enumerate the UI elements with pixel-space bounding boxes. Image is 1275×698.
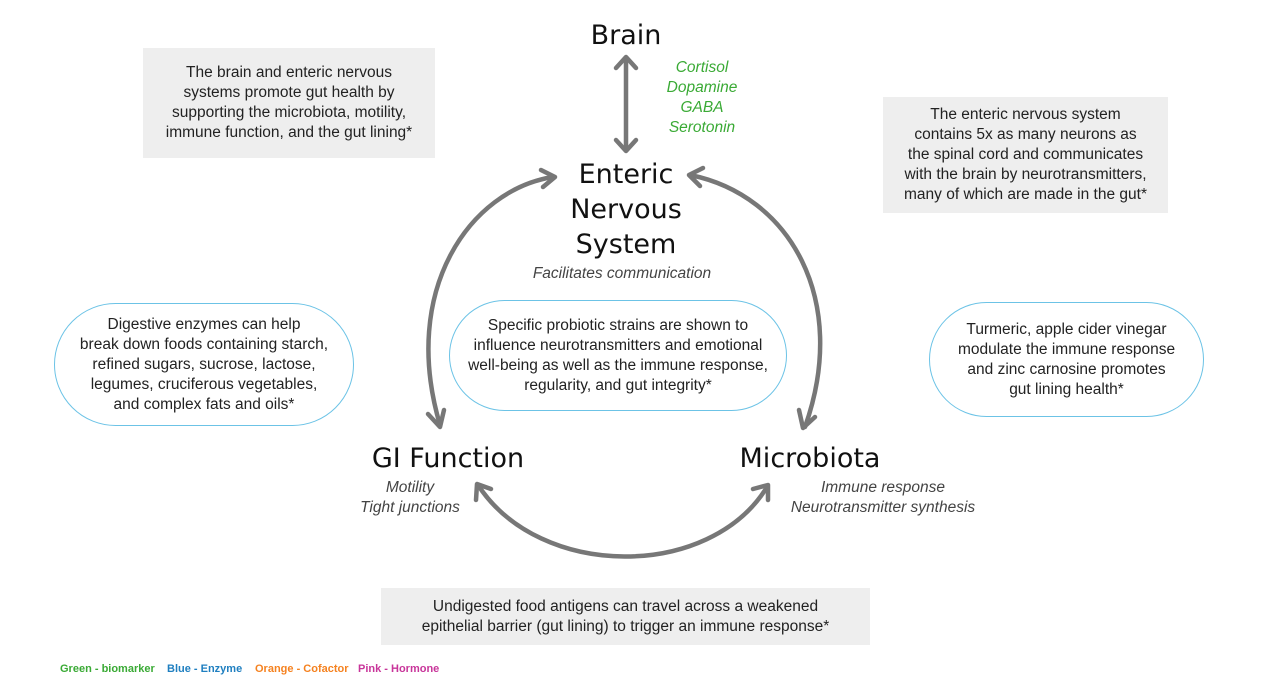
note-line: gut lining health* <box>1009 380 1124 398</box>
microbiota-subtitle-line: Neurotransmitter synthesis <box>790 499 976 516</box>
ens-title-line: Enteric <box>578 159 674 190</box>
brain-node-title: Brain <box>590 20 662 51</box>
note-line: Digestive enzymes can help <box>107 315 301 333</box>
note-ens-neurons: The enteric nervous system contains 5x a… <box>883 97 1168 213</box>
note-brain-ens: The brain and enteric nervous systems pr… <box>143 48 435 158</box>
biomarker-item: Dopamine <box>666 79 738 96</box>
biomarker-item: Serotonin <box>668 119 736 136</box>
note-line: break down foods containing starch, <box>79 335 329 353</box>
ens-subtitle: Facilitates communication <box>532 265 712 282</box>
note-line: legumes, cruciferous vegetables, <box>90 375 318 393</box>
biomarker-list: Cortisol Dopamine GABA Serotonin <box>652 58 752 138</box>
note-line: and zinc carnosine promotes <box>967 360 1166 378</box>
ens-title-line: System <box>575 229 677 260</box>
brain-ens-arrow <box>613 54 639 154</box>
note-line: the spinal cord and communicates <box>907 146 1144 163</box>
ens-gi-arrow <box>425 167 558 430</box>
microbiota-node-title: Microbiota <box>739 443 881 474</box>
gi-subtitle-line: Motility <box>385 479 435 496</box>
microbiota-subtitle: Immune response Neurotransmitter synthes… <box>772 478 994 518</box>
note-line: well-being as well as the immune respons… <box>468 356 768 374</box>
gi-microbiota-arrow <box>473 481 771 559</box>
note-turmeric: Turmeric, apple cider vinegar modulate t… <box>929 302 1204 417</box>
legend-item-hormone: Pink - Hormone <box>358 663 440 675</box>
note-line: The brain and enteric nervous <box>186 64 392 81</box>
note-line: Undigested food antigens can travel acro… <box>432 597 819 615</box>
gi-subtitle: Motility Tight junctions <box>340 478 480 518</box>
microbiota-subtitle-line: Immune response <box>820 479 946 496</box>
note-line: Specific probiotic strains are shown to <box>487 316 749 334</box>
legend-item-biomarker: Green - biomarker <box>60 663 155 675</box>
note-line: regularity, and gut integrity* <box>524 376 712 394</box>
note-line: and complex fats and oils* <box>113 395 295 413</box>
note-line: supporting the microbiota, motility, <box>171 104 407 121</box>
note-line: many of which are made in the gut* <box>904 186 1147 203</box>
note-line: immune function, and the gut lining* <box>165 124 413 141</box>
note-line: refined sugars, sucrose, lactose, <box>92 355 316 373</box>
note-line: with the brain by neurotransmitters, <box>904 166 1147 183</box>
note-line: epithelial barrier (gut lining) to trigg… <box>421 617 830 635</box>
ens-microbiota-arrow <box>686 165 823 431</box>
note-line: influence neurotransmitters and emotiona… <box>473 336 763 354</box>
note-line: contains 5x as many neurons as <box>914 126 1137 143</box>
biomarker-item: GABA <box>680 99 724 116</box>
note-line: modulate the immune response <box>957 340 1176 358</box>
note-line: The enteric nervous system <box>930 106 1121 123</box>
gi-node-title: GI Function <box>371 443 525 474</box>
note-line: systems promote gut health by <box>183 84 395 101</box>
legend-item-enzyme: Blue - Enzyme <box>167 663 243 675</box>
ens-title-line: Nervous <box>570 194 682 225</box>
biomarker-item: Cortisol <box>675 59 729 76</box>
note-digestive-enzymes: Digestive enzymes can help break down fo… <box>54 303 354 426</box>
note-line: Turmeric, apple cider vinegar <box>966 320 1167 338</box>
legend-item-cofactor: Orange - Cofactor <box>255 663 349 675</box>
note-food-antigens: Undigested food antigens can travel acro… <box>381 588 870 645</box>
gi-subtitle-line: Tight junctions <box>360 499 460 516</box>
note-probiotics: Specific probiotic strains are shown to … <box>449 300 787 411</box>
ens-node-title: Enteric Nervous System <box>546 157 706 262</box>
